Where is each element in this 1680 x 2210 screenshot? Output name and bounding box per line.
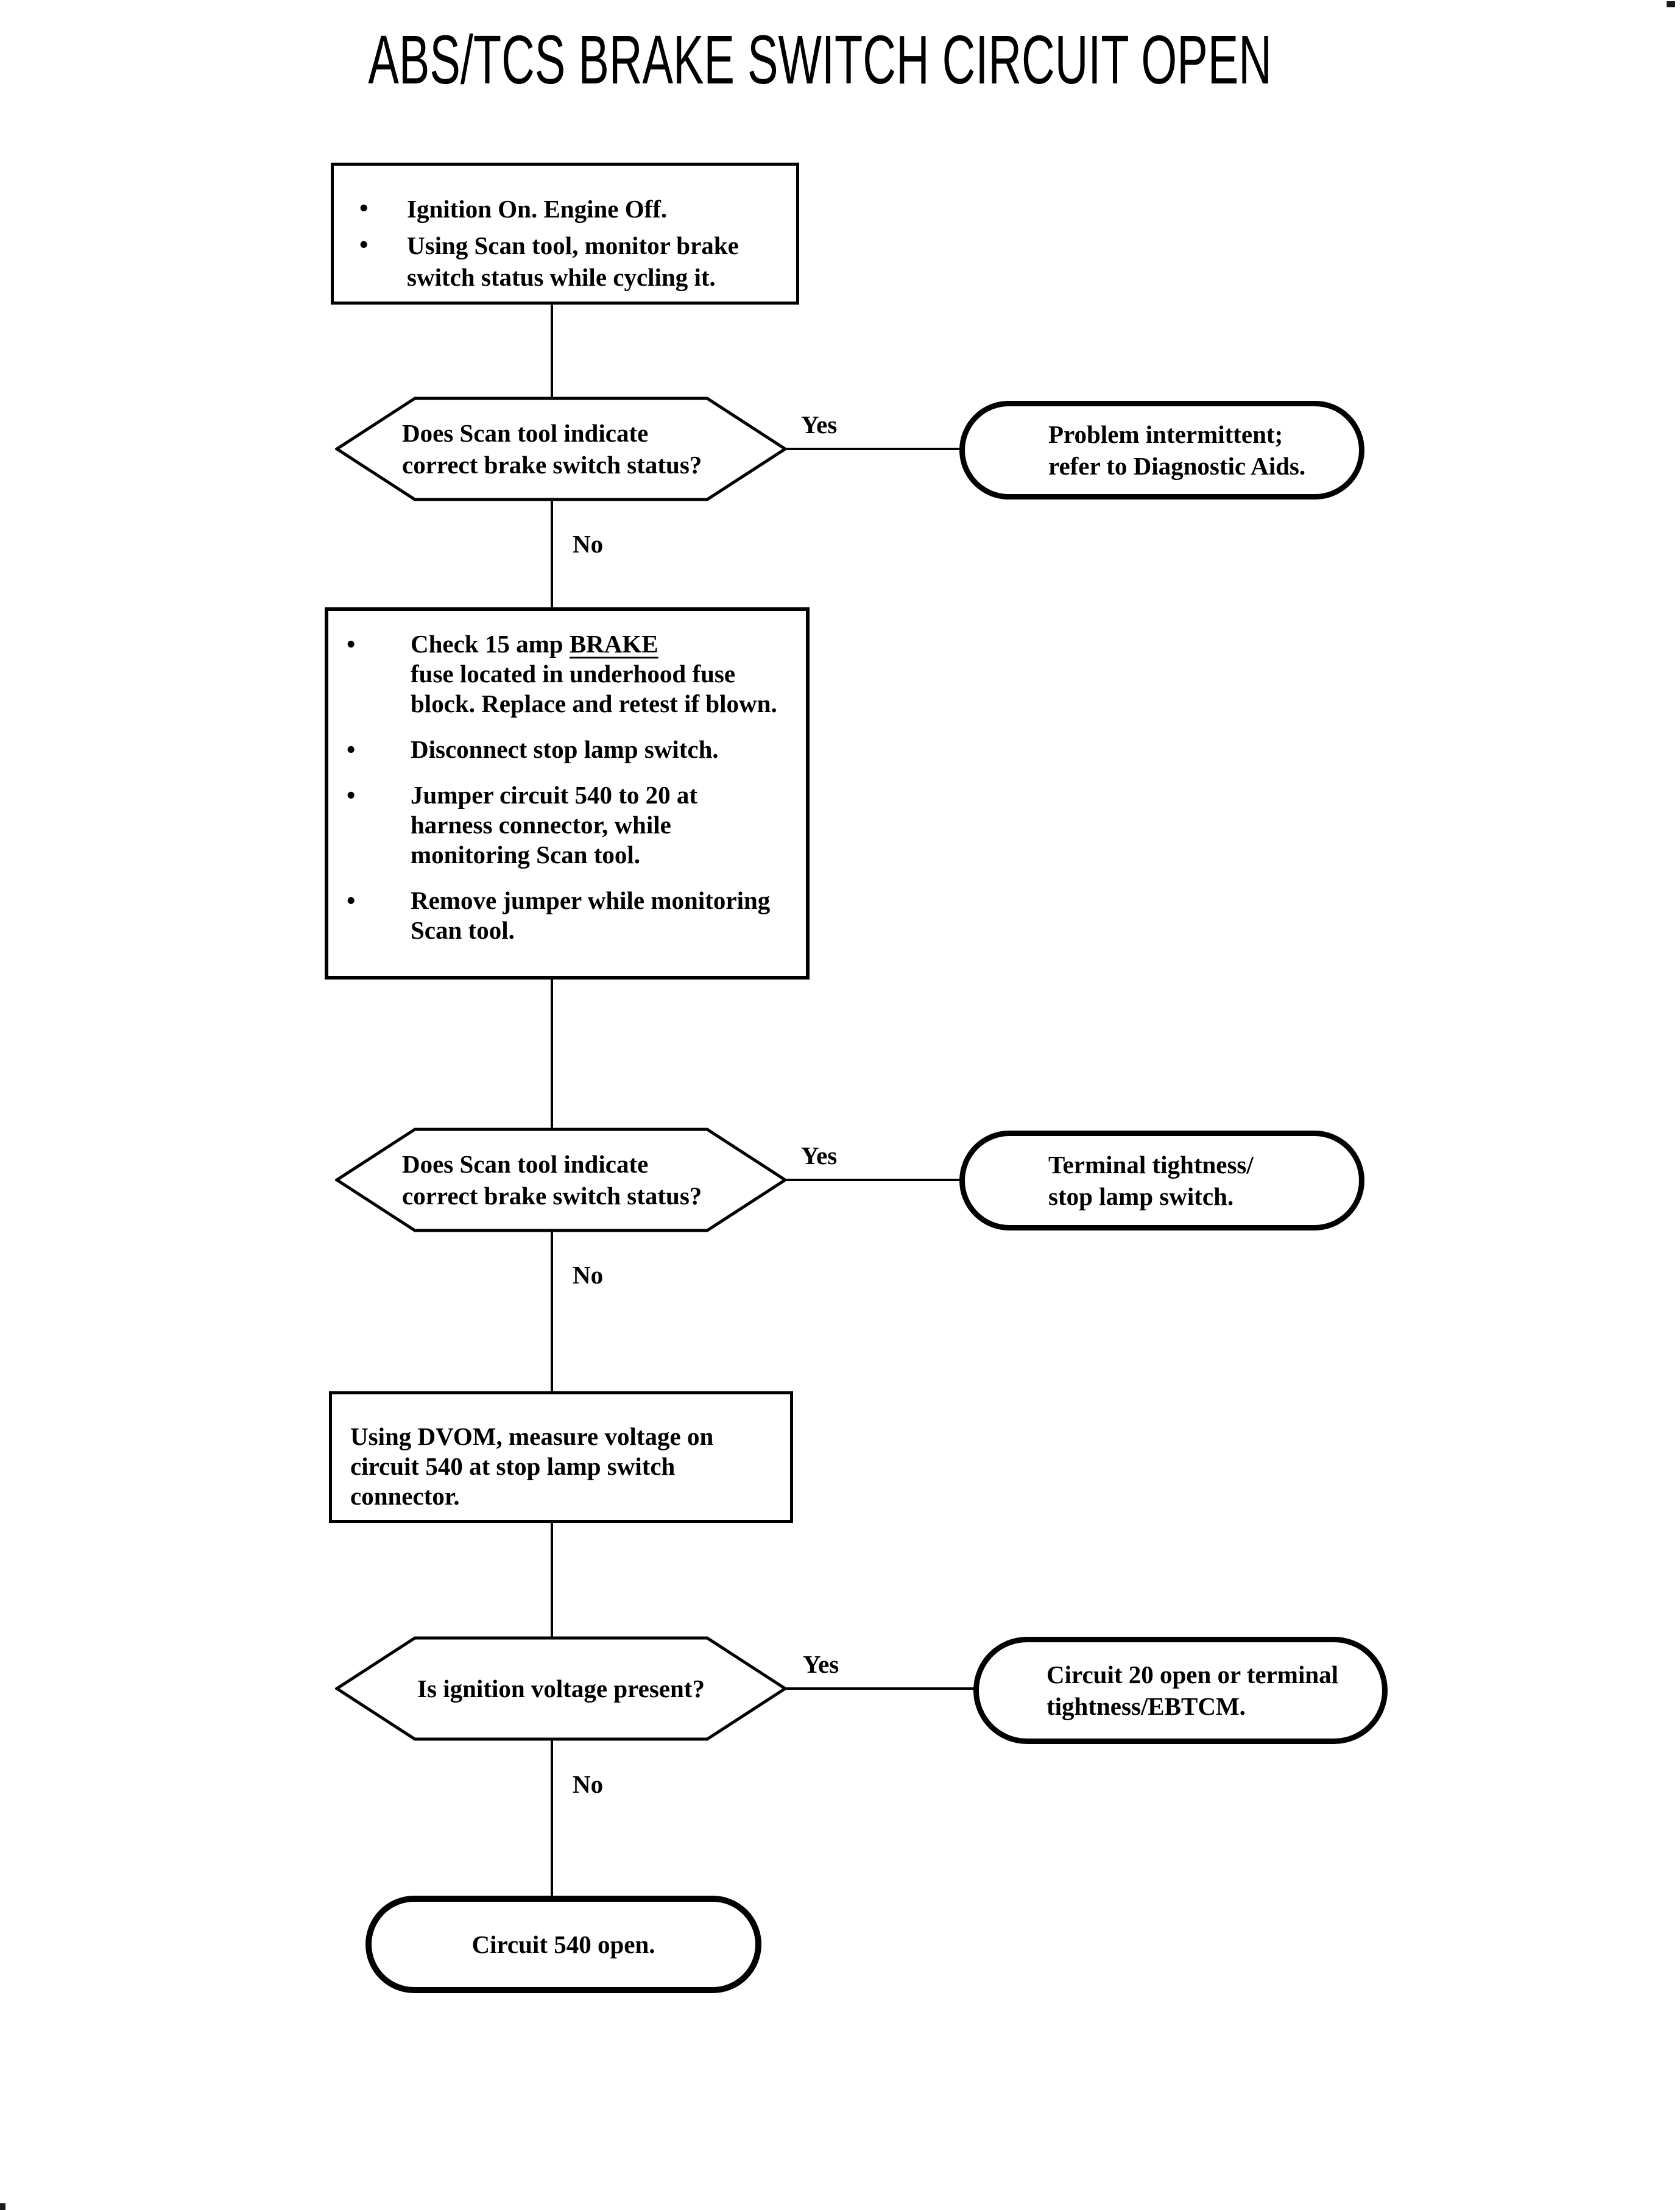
page-title: ABS/TCS BRAKE SWITCH CIRCUIT OPEN — [0, 21, 1640, 98]
step-1-bullets: • Ignition On. Engine Off. • Using Scan too… — [359, 193, 784, 293]
decision-2-hexagon — [335, 1128, 787, 1232]
decision-3-text: Is ignition voltage present? — [335, 1673, 787, 1704]
bullet-dot: • — [347, 630, 356, 658]
text-line: Does Scan tool indicate — [402, 1150, 649, 1178]
decision-2-hexagon-shape — [335, 1128, 787, 1232]
bullet-dot: • — [347, 886, 356, 914]
decision-3-hexagon-shape — [335, 1636, 787, 1741]
bullet-dot: • — [359, 194, 369, 222]
text-line: Circuit 540 open. — [471, 1930, 655, 1958]
text-line: Ignition On. Engine Off. — [407, 195, 668, 223]
connector-decision1-step2 — [551, 500, 553, 609]
decision-1-hexagon-shape — [335, 397, 787, 501]
text-line: Circuit 20 open or terminal — [1046, 1661, 1339, 1689]
text-line: block. Replace and retest if blown. — [411, 690, 777, 718]
text-line: Does Scan tool indicate — [402, 419, 649, 447]
text-line: correct brake switch status? — [402, 1182, 702, 1210]
outcome-2-oval: Terminal tightness/stop lamp switch. — [959, 1131, 1364, 1230]
yes-connector-1 — [783, 448, 962, 450]
text-line: connector. — [350, 1482, 460, 1510]
decision-1-hexagon — [335, 397, 787, 501]
no-label-1: No — [573, 530, 604, 558]
text-line: tightness/EBTCM. — [1046, 1692, 1246, 1720]
text-line: Check 15 amp BRAKE — [411, 630, 658, 658]
no-label-3: No — [573, 1770, 604, 1798]
text-line: monitoring Scan tool. — [411, 841, 640, 869]
text-line: circuit 540 at stop lamp switch — [350, 1452, 676, 1480]
yes-label-3: Yes — [803, 1650, 839, 1678]
text-line: stop lamp switch. — [1048, 1182, 1234, 1210]
outcome-4-oval: Circuit 540 open. — [365, 1896, 761, 1993]
connector-decision3-outcome4 — [551, 1740, 553, 1898]
text-line: correct brake switch status? — [402, 451, 702, 479]
connector-step3-decision3 — [551, 1522, 553, 1637]
scan-artifact — [0, 2203, 5, 2210]
yes-connector-2 — [783, 1179, 962, 1181]
bullet-dot: • — [347, 735, 356, 763]
no-label-2: No — [573, 1261, 604, 1289]
bullet-item: • Using Scan tool, monitor brake switch st… — [359, 230, 784, 293]
text-line: Using Scan tool, monitor brake — [407, 231, 739, 259]
yes-connector-3 — [783, 1687, 976, 1690]
outcome-3-oval: Circuit 20 open or terminal tightness/EBT… — [973, 1637, 1388, 1744]
text-line: Disconnect stop lamp switch. — [411, 735, 719, 763]
decision-1-text: Does Scan tool indicate correct brake swi… — [402, 417, 702, 481]
text-line: refer to Diagnostic Aids. — [1048, 452, 1306, 480]
text-line: switch status while cycling it. — [407, 263, 716, 291]
bullet-dot: • — [347, 781, 356, 809]
connector-step2-decision2 — [551, 978, 553, 1129]
text-line: Using DVOM, measure voltage on — [350, 1422, 714, 1450]
bullet-text: Using Scan tool, monitor brake switch sta… — [407, 230, 784, 293]
bullet-text: Ignition On. Engine Off. — [407, 193, 784, 225]
bullet-text: Disconnect stop lamp switch. — [411, 735, 796, 764]
yes-label-1: Yes — [801, 411, 838, 439]
step-1-box: • Ignition On. Engine Off. • Using Scan too… — [331, 163, 799, 305]
bullet-item: • Ignition On. Engine Off. — [359, 193, 784, 225]
yes-label-2: Yes — [801, 1142, 838, 1170]
text-line: Scan tool. — [411, 916, 515, 944]
connector-decision2-step3 — [551, 1231, 553, 1393]
bullet-dot: • — [359, 230, 369, 258]
decision-3-hexagon — [335, 1636, 787, 1741]
decision-2-text: Does Scan tool indicate correct brake swi… — [402, 1148, 702, 1212]
connector-step1-decision1 — [551, 305, 553, 398]
text-line: Remove jumper while monitoring — [411, 886, 771, 914]
scan-artifact — [1667, 1, 1675, 7]
text-line: harness connector, while — [411, 811, 671, 839]
page-title-text: ABS/TCS BRAKE SWITCH CIRCUIT OPEN — [368, 21, 1272, 98]
outcome-1-oval: Problem intermittent; refer to Diagnostic… — [959, 401, 1364, 500]
text-line: fuse located in underhood fuse — [411, 660, 736, 688]
bullet-item: • Disconnect stop lamp switch. — [347, 735, 796, 764]
text-line: Problem intermittent; — [1048, 420, 1283, 448]
text-line: Jumper circuit 540 to 20 at — [411, 781, 698, 809]
text-line: Is ignition voltage present? — [417, 1675, 705, 1703]
text-line: Terminal tightness/ — [1048, 1151, 1254, 1179]
